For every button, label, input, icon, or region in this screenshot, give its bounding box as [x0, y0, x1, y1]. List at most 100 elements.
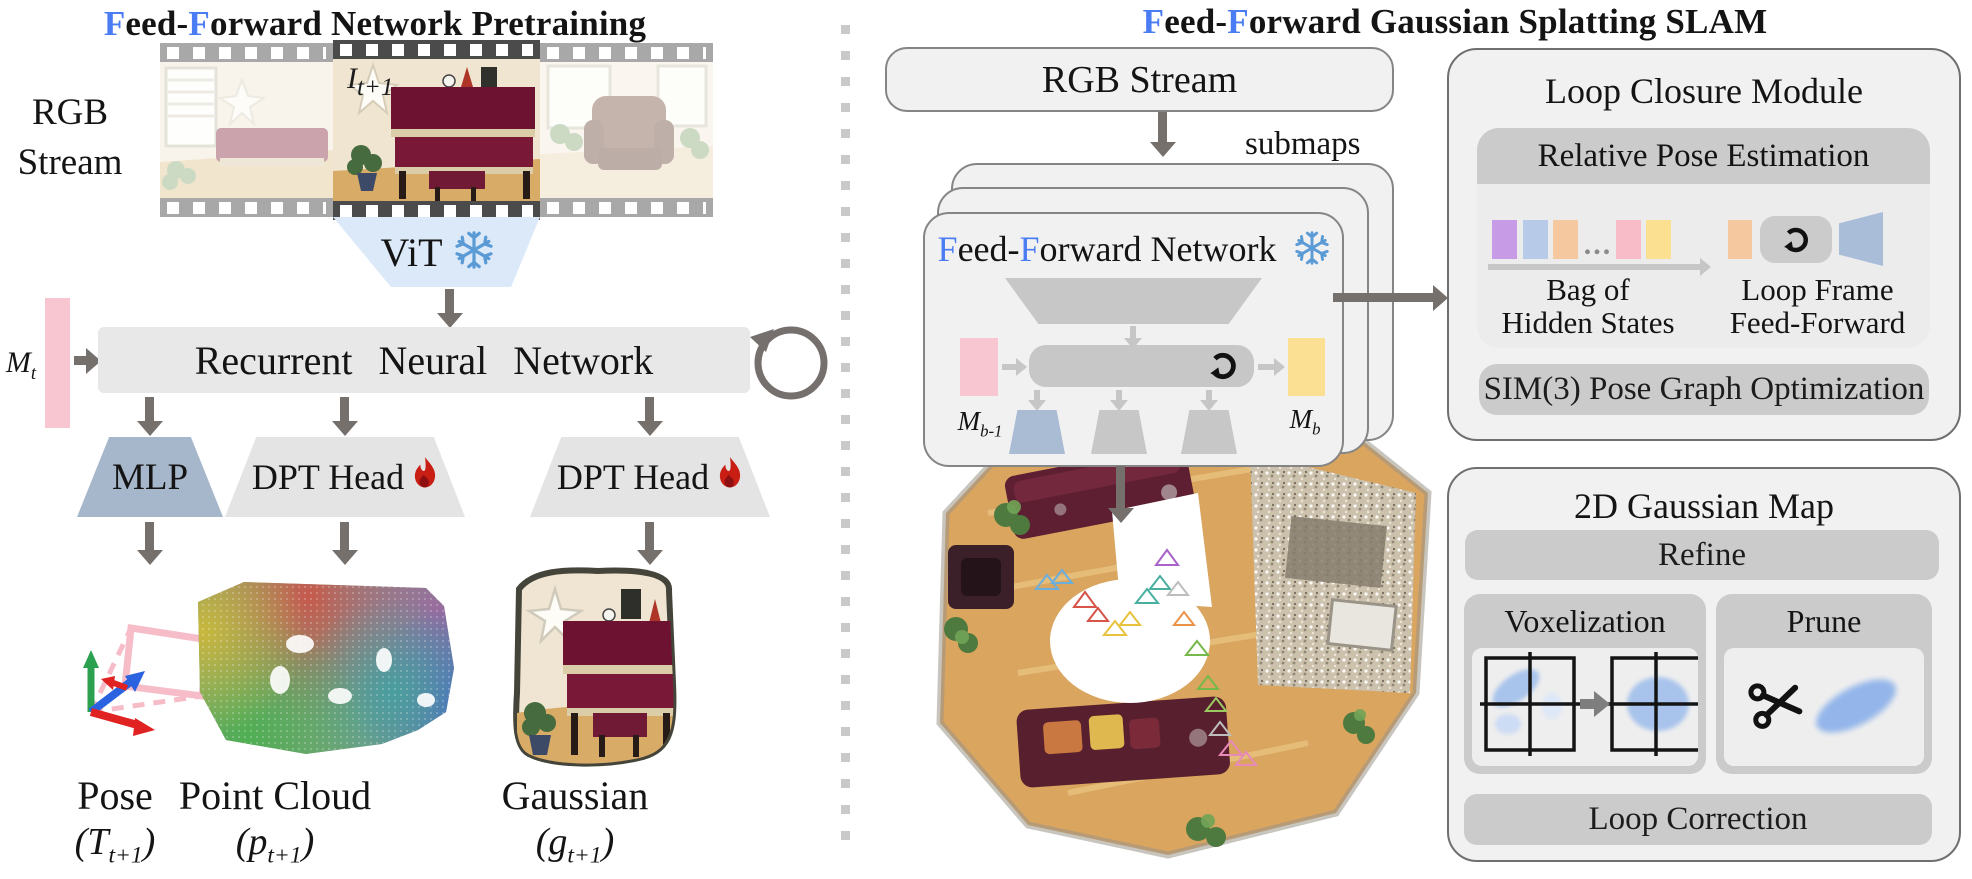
recurrent-neural-network-box: Recurrent Neural Network — [98, 327, 750, 393]
ffn-decoder-points — [1091, 410, 1147, 454]
film-sprocket — [333, 40, 540, 59]
loop-closure-title: Loop Closure Module — [1545, 71, 1863, 111]
ffn-arrow-memory-out — [1258, 364, 1274, 370]
loop-frame-rnn-box — [1760, 216, 1832, 263]
title-text: eed- — [125, 4, 189, 43]
rgb-film-strip: It+1 — [160, 40, 713, 220]
ffn-arrow-encoder-to-state — [1130, 326, 1136, 338]
scissors-icon — [1748, 683, 1803, 729]
memory-token-mt — [45, 298, 70, 428]
arrow-ffn-to-loop-closure — [1333, 293, 1433, 302]
loop-correction-bar: Loop Correction — [1464, 794, 1932, 845]
mlp-head: MLP — [77, 437, 223, 517]
vit-label: ViT — [380, 229, 443, 275]
title-letter: F — [1227, 2, 1249, 41]
ffn-arrow-memory-in — [1002, 364, 1016, 370]
hidden-state-chip-purple — [1492, 220, 1517, 259]
panel-divider — [841, 25, 850, 857]
sim3-pose-graph-bar: SIM(3) Pose Graph Optimization — [1479, 364, 1929, 415]
hidden-state-chip-yellow — [1646, 220, 1671, 259]
rgb-stream-box: RGB Stream — [885, 47, 1394, 112]
title-letter: F — [103, 4, 126, 43]
loop-frame-feedforward-label: Loop Frame Feed-Forward — [1729, 272, 1906, 340]
recurrence-loop-icon — [744, 321, 834, 412]
loop-closure-module: Loop Closure Module Relative Pose Estima… — [1447, 48, 1961, 441]
dpt-head-gaussian: DPT Head — [530, 437, 770, 517]
film-sprocket — [333, 201, 540, 220]
gaussian-label: Gaussian — [501, 773, 649, 818]
loop-icon — [1207, 350, 1239, 387]
gaussian-map-reconstruction — [868, 393, 1460, 879]
rgb-stream-label: RGB Stream — [17, 92, 123, 183]
bag-of-hidden-states-label: Bag of Hidden States — [1501, 272, 1675, 340]
ffn-memory-out — [1288, 338, 1325, 396]
hidden-state-chip-pink — [1616, 220, 1641, 259]
pointcloud-var: (pt+1) — [235, 821, 315, 869]
prune-title: Prune — [1786, 603, 1862, 639]
loop-frame-frustum — [1839, 212, 1883, 266]
film-sprocket — [540, 43, 713, 62]
arrow-ffn-to-map — [1116, 466, 1125, 508]
pose-var: (Tt+1) — [74, 821, 156, 869]
film-sprocket — [540, 198, 713, 217]
arrow-mlp-to-pose — [145, 522, 154, 550]
arrow-dpt2-to-gaussian — [645, 522, 654, 550]
ffn-m-prev-label: Mb-1 — [957, 406, 1003, 441]
refine-bar: Refine — [1465, 530, 1939, 580]
title-text: eed- — [1164, 2, 1228, 41]
fire-icon — [717, 456, 743, 498]
arrow-rnn-to-dpt2 — [645, 397, 654, 421]
hidden-state-chip-blue — [1523, 220, 1548, 259]
pointcloud-image — [188, 572, 486, 769]
vit-encoder: ViT — [333, 217, 540, 287]
title-text: orward Network Pretraining — [210, 4, 647, 43]
ffn-m-next-label: Mb — [1289, 404, 1321, 439]
frame-image-room — [160, 62, 333, 198]
hidden-state-chip-orange — [1553, 220, 1578, 259]
film-sprocket — [160, 43, 333, 62]
fire-icon — [412, 456, 438, 498]
hidden-state-timeline-arrow — [1488, 264, 1700, 270]
right-panel-title: Feed-Forward Gaussian Splatting SLAM — [990, 2, 1920, 42]
hidden-state-ellipsis: ... — [1583, 228, 1613, 261]
ffn-card-title: Feed-Forward Network — [925, 228, 1342, 274]
film-sprocket — [160, 198, 333, 217]
title-text: orward Gaussian Splatting SLAM — [1248, 2, 1768, 41]
arrow-vit-to-rnn — [445, 289, 454, 313]
arrow-mt-to-rnn — [74, 356, 86, 365]
ffn-hidden-state-bar — [1029, 345, 1254, 387]
film-frame-previous — [160, 43, 333, 217]
gaussian-map-title: 2D Gaussian Map — [1574, 486, 1834, 526]
snowflake-icon — [1295, 231, 1330, 274]
arrow-rnn-to-mlp — [145, 397, 154, 421]
voxelization-card: Voxelization — [1464, 594, 1706, 774]
voxelization-title: Voxelization — [1504, 603, 1666, 639]
film-frame-next — [540, 43, 713, 217]
frame-image-piano — [333, 59, 540, 201]
ffn-arrow-to-decoder1 — [1034, 390, 1040, 400]
arrow-rnn-to-dpt1 — [340, 397, 349, 421]
snowflake-icon — [454, 230, 493, 274]
prune-card: Prune — [1716, 594, 1932, 774]
ffn-memory-in — [960, 338, 998, 396]
ffn-decoder-pose — [1009, 410, 1065, 454]
arrow-dpt1-to-pointcloud — [340, 522, 349, 550]
loop-frame-chip — [1728, 220, 1752, 259]
frame-label: It+1 — [347, 62, 394, 101]
frame-image-armchair — [540, 62, 713, 198]
title-letter: F — [1142, 2, 1165, 41]
ffn-encoder-trapezoid — [1005, 278, 1262, 324]
left-panel-title: Feed-Forward Network Pretraining — [70, 4, 680, 44]
relative-pose-card: Relative Pose Estimation ... Bag of Hidd… — [1477, 128, 1930, 348]
ffn-decoder-gaussian — [1181, 410, 1237, 454]
title-letter: F — [188, 4, 211, 43]
ffn-arrow-to-decoder2 — [1116, 390, 1122, 400]
pose-frustum-icon — [55, 598, 225, 775]
pose-label: Pose — [77, 773, 153, 818]
relative-pose-header: Relative Pose Estimation — [1477, 128, 1930, 184]
prune-diagram — [1724, 648, 1924, 766]
ffn-arrow-to-decoder3 — [1206, 390, 1212, 400]
submaps-label: submaps — [1245, 126, 1361, 162]
film-frame-current: It+1 — [333, 40, 540, 220]
